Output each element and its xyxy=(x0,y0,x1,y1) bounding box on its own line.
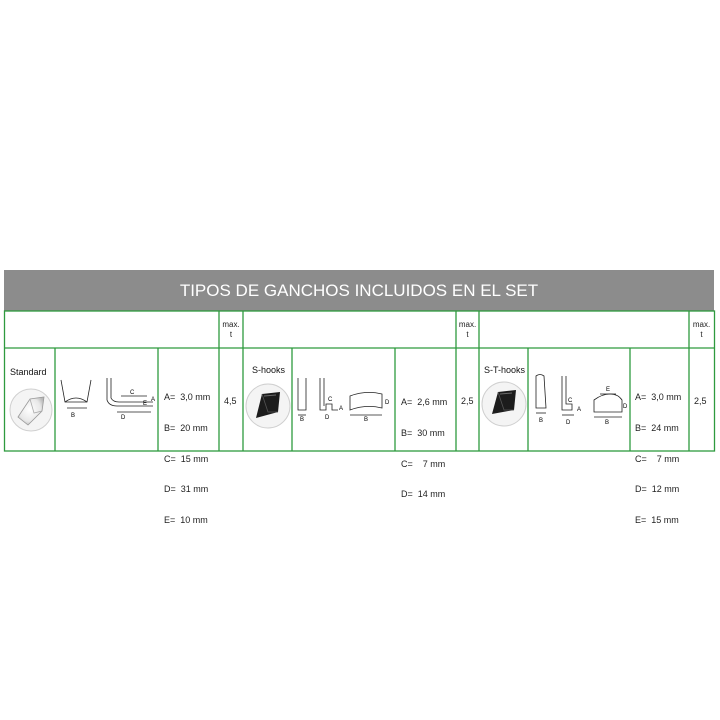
dim-label-d: D xyxy=(325,415,330,421)
spec-line: B= 30 mm xyxy=(401,428,445,439)
t-label: t xyxy=(229,330,233,339)
dim-label-b2: B xyxy=(364,417,368,423)
s-hooks-specs: A= 2,6 mm B= 30 mm C= 7 mm D= 14 mm xyxy=(401,377,447,510)
dim-label-e: E xyxy=(606,387,610,393)
standard-hook-photo xyxy=(9,388,53,432)
spec-line: A= 2,6 mm xyxy=(401,397,448,408)
s-t-hooks-max-t: 2,5 xyxy=(694,396,707,406)
dim-label-d2: D xyxy=(385,400,390,406)
spec-line: E= 10 mm xyxy=(164,514,208,525)
s-t-hook-photo xyxy=(481,381,527,427)
s-hook-photo xyxy=(245,383,291,429)
hook-name-s-t-hooks: S-T-hooks xyxy=(484,365,526,375)
dim-label-e: E xyxy=(143,401,147,407)
dim-label-d: D xyxy=(566,420,571,426)
dim-label-b2: B xyxy=(605,420,609,426)
spec-line: D= 31 mm xyxy=(164,484,209,495)
t-label: t xyxy=(466,330,469,339)
s-t-hook-drawing: B C A D E D B xyxy=(535,374,628,426)
dim-label-b: B xyxy=(71,413,75,419)
spec-line: A= 3,0 mm xyxy=(635,392,682,403)
spec-line: B= 20 mm xyxy=(164,423,208,434)
hook-name-s-hooks: S-hooks xyxy=(252,365,286,375)
max-t-header-1: max. t xyxy=(219,320,243,340)
dim-label-c: C xyxy=(130,390,135,396)
spec-line: E= 15 mm xyxy=(635,514,679,525)
dim-label-a: A xyxy=(151,397,155,403)
t-label: t xyxy=(700,330,703,339)
spec-line: C= 7 mm xyxy=(401,458,446,469)
max-label: max. xyxy=(458,320,477,329)
hook-name-standard: Standard xyxy=(10,367,47,377)
standard-max-t: 4,5 xyxy=(224,396,237,406)
standard-specs: A= 3,0 mm B= 20 mm C= 15 mm D= 31 mm E= … xyxy=(164,372,210,535)
dim-label-d2: D xyxy=(623,404,628,410)
spec-line: C= 7 mm xyxy=(635,453,680,464)
spec-line: D= 12 mm xyxy=(635,484,680,495)
max-label: max. xyxy=(692,320,711,329)
dim-label-c: C xyxy=(568,398,573,404)
dim-label-c: C xyxy=(328,397,333,403)
standard-hook-drawing: B C E A D xyxy=(60,378,155,421)
table-title: TIPOS DE GANCHOS INCLUIDOS EN EL SET xyxy=(4,270,714,311)
max-t-header-3: max. t xyxy=(689,320,714,340)
spec-line: C= 15 mm xyxy=(164,453,209,464)
dim-label-a: A xyxy=(339,406,343,412)
s-hook-drawing: B C A D B D xyxy=(297,378,390,423)
spec-line: D= 14 mm xyxy=(401,489,446,500)
dim-label-b: B xyxy=(539,418,543,424)
spec-line: A= 3,0 mm xyxy=(164,392,211,403)
max-t-header-2: max. t xyxy=(456,320,479,340)
s-t-hooks-specs: A= 3,0 mm B= 24 mm C= 7 mm D= 12 mm E= 1… xyxy=(635,372,681,535)
max-label: max. xyxy=(222,320,240,329)
spec-line: B= 24 mm xyxy=(635,423,679,434)
dim-label-d: D xyxy=(121,415,126,421)
dim-label-b: B xyxy=(300,417,304,423)
s-hooks-max-t: 2,5 xyxy=(461,396,474,406)
dim-label-a: A xyxy=(577,407,581,413)
